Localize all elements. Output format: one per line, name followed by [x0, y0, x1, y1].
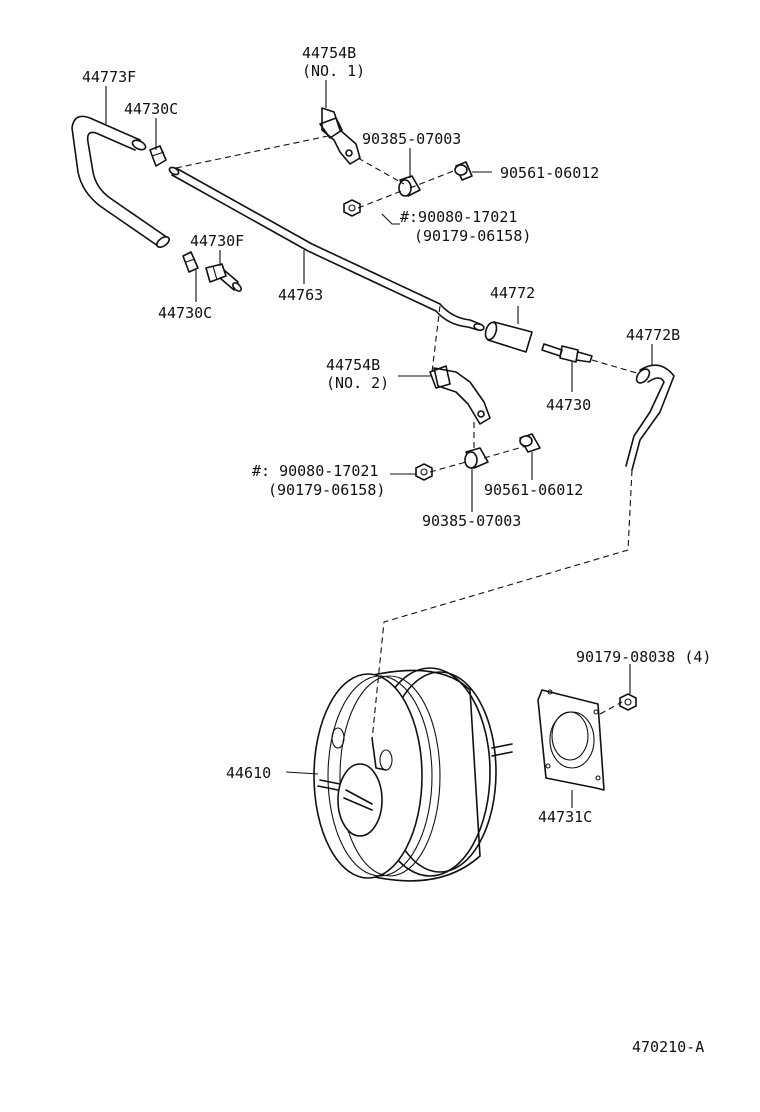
- label-44730C-bottom: 44730C: [158, 304, 212, 322]
- gasket-44731C: [537, 689, 605, 791]
- figure-code: 470210-A: [632, 1038, 704, 1056]
- hose-44772B: [625, 364, 675, 471]
- brake-booster-44610: [313, 667, 513, 882]
- nut-90080-top: [343, 199, 361, 217]
- label-90561-top: 90561-06012: [500, 164, 599, 182]
- label-90080-bottom: #: 90080-17021: [252, 462, 378, 480]
- label-44730C-top: 44730C: [124, 100, 178, 118]
- hose-44772: [484, 321, 533, 353]
- nut-90179-08038: [619, 693, 637, 711]
- label-44772B: 44772B: [626, 326, 680, 344]
- bracket-44754B-no1: [319, 107, 361, 165]
- leader-lines: [105, 80, 653, 808]
- part-labels: 44773F 44730C 44754B (NO. 1) 90385-07003…: [82, 44, 711, 1056]
- label-44610: 44610: [226, 764, 271, 782]
- pipe-44763: [168, 166, 485, 331]
- label-44754B-no2-sub: (NO. 2): [326, 374, 389, 392]
- label-90179-top: (90179-06158): [414, 227, 531, 245]
- label-44754B-no1: 44754B: [302, 44, 356, 62]
- clip-44730C-bottom: [182, 251, 199, 273]
- label-44754B-no1-sub: (NO. 1): [302, 62, 365, 80]
- clip-44730C-top: [149, 145, 167, 167]
- hose-44773F: [71, 115, 170, 248]
- bracket-44754B-no2: [429, 365, 491, 425]
- grommet-90385-bottom: [464, 447, 489, 469]
- check-valve-44730: [541, 343, 593, 363]
- label-44730: 44730: [546, 396, 591, 414]
- assembly-dashed-lines: [175, 135, 641, 741]
- label-44730F: 44730F: [190, 232, 244, 250]
- label-90385-top: 90385-07003: [362, 130, 461, 148]
- label-44773F: 44773F: [82, 68, 136, 86]
- label-90179-08038: 90179-08038 (4): [576, 648, 711, 666]
- grommet-90385-top: [398, 175, 421, 197]
- label-44754B-no2: 44754B: [326, 356, 380, 374]
- label-44763: 44763: [278, 286, 323, 304]
- label-44772: 44772: [490, 284, 535, 302]
- label-44731C: 44731C: [538, 808, 592, 826]
- fitting-44730F: [205, 263, 242, 292]
- bolt-90561-top: [454, 161, 473, 181]
- nut-90080-bottom: [415, 463, 433, 481]
- label-90561-bottom: 90561-06012: [484, 481, 583, 499]
- label-90080-top: #:90080-17021: [400, 208, 517, 226]
- label-90385-bottom: 90385-07003: [422, 512, 521, 530]
- bolt-90561-bottom: [519, 433, 541, 453]
- label-90179-bottom: (90179-06158): [268, 481, 385, 499]
